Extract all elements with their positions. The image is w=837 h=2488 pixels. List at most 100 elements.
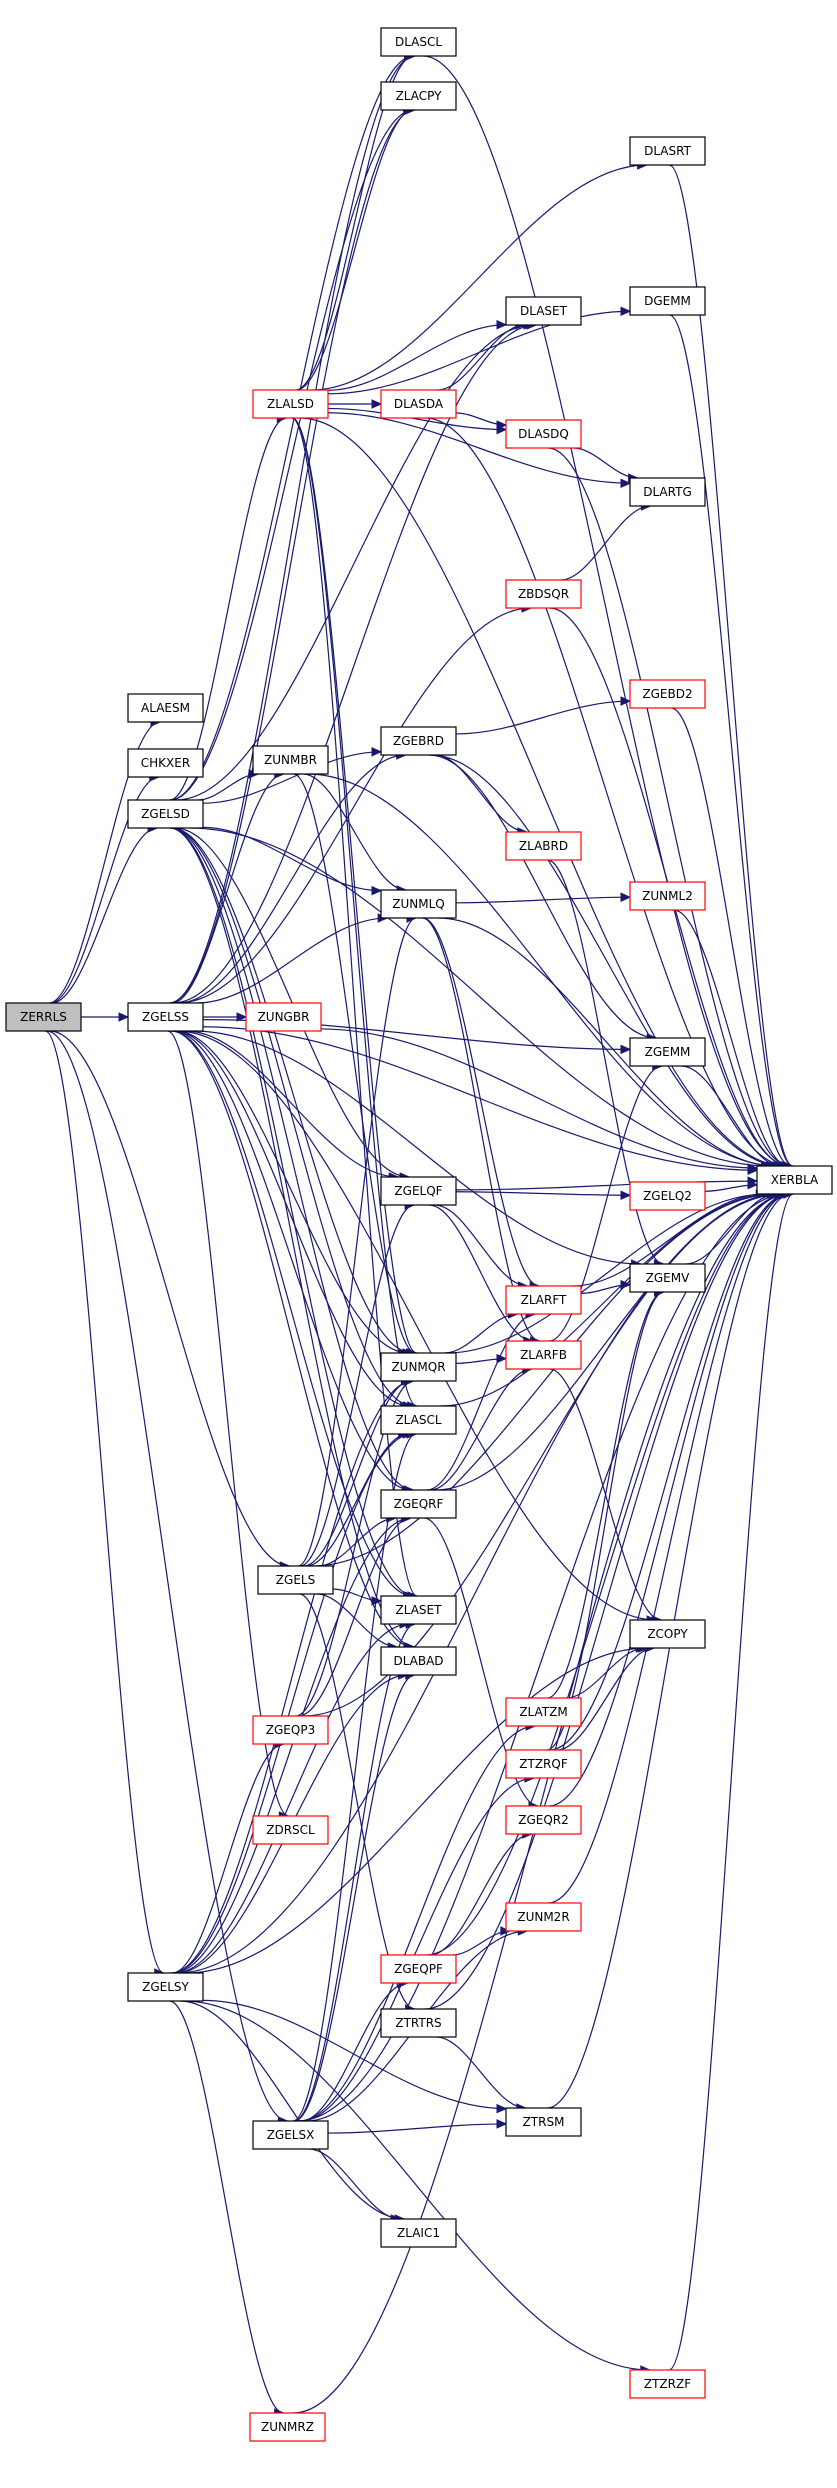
node-zungbr[interactable]: ZUNGBR [245, 1002, 322, 1032]
node-box-dgemm [629, 286, 706, 316]
node-zdrscl[interactable]: ZDRSCL [252, 1815, 329, 1845]
node-label-zlaic1: ZLAIC1 [397, 2226, 440, 2240]
edge-zgelsy-to-zunmqr [171, 1380, 413, 1974]
arrowhead-zgelss-to-zgemm [620, 1044, 632, 1055]
node-dgemm[interactable]: DGEMM [629, 286, 706, 316]
edge-zgelss-to-dlabad [170, 1030, 414, 1648]
edge-ztzrzf-to-xerbla [668, 1193, 794, 2371]
edge-zgeqpf-to-xerbla [425, 1193, 788, 1956]
node-zgeqp3[interactable]: ZGEQP3 [252, 1715, 329, 1745]
node-zcopy[interactable]: ZCOPY [629, 1619, 706, 1649]
node-zgemv[interactable]: ZGEMV [629, 1263, 706, 1293]
node-dlascl[interactable]: DLASCL [380, 27, 457, 57]
edge-zgelsx-to-zlaic1 [308, 2148, 401, 2220]
arrowhead-zgelsy-to-ztrsm [496, 2103, 508, 2114]
edge-zgelss-to-dlaset [172, 324, 537, 1004]
edge-zlarft-to-xerbla [572, 1193, 766, 1287]
node-zunmqr[interactable]: ZUNMQR [380, 1352, 457, 1382]
node-label-ztzrzf: ZTZRZF [644, 2377, 691, 2391]
edge-zungbr-to-xerbla [320, 1028, 758, 1169]
node-zunml2[interactable]: ZUNML2 [629, 881, 706, 911]
node-zunmbr[interactable]: ZUNMBR [252, 745, 329, 775]
node-zerrls[interactable]: ZERRLS [5, 1002, 82, 1032]
node-ztrsm[interactable]: ZTRSM [505, 2107, 582, 2137]
edge-zlalsd-to-dlascl [295, 55, 414, 391]
node-zlaic1[interactable]: ZLAIC1 [380, 2218, 457, 2248]
node-zgemm[interactable]: ZGEMM [629, 1037, 706, 1067]
node-xerbla[interactable]: XERBLA [756, 1165, 833, 1195]
node-zgelsy[interactable]: ZGELSY [127, 1972, 204, 2002]
edge-zgelsx-to-zlascl [292, 1433, 417, 2122]
edge-zgeqp3-to-zgeqrf [298, 1517, 411, 1717]
node-zlascl[interactable]: ZLASCL [380, 1405, 457, 1435]
node-zgebd2[interactable]: ZGEBD2 [629, 679, 706, 709]
node-box-dlascl [380, 27, 457, 57]
node-chkxer[interactable]: CHKXER [127, 748, 204, 778]
node-label-zgels: ZGELS [276, 1573, 315, 1587]
node-zbdsqr[interactable]: ZBDSQR [505, 579, 582, 609]
edge-dlasdq-to-dlartg [573, 447, 638, 479]
node-zlaset[interactable]: ZLASET [380, 1595, 457, 1625]
node-dlasrt[interactable]: DLASRT [629, 136, 706, 166]
edge-zlascl-to-xerbla [440, 1193, 773, 1407]
node-box-dlartg [629, 477, 706, 507]
edge-zgelsy-to-zlaic1 [179, 2000, 405, 2220]
node-label-dlabad: DLABAD [393, 1654, 443, 1668]
node-ztrtrs[interactable]: ZTRTRS [380, 2008, 457, 2038]
node-zlatzm[interactable]: ZLATZM [505, 1697, 582, 1727]
node-zlabrd[interactable]: ZLABRD [505, 831, 582, 861]
edge-zgels-to-xerbla [312, 1193, 778, 1567]
edge-dlascl-to-xerbla [423, 55, 790, 1167]
node-label-dlascl: DLASCL [395, 35, 442, 49]
node-dlartg[interactable]: DLARTG [629, 477, 706, 507]
node-layer: ZERRLS ALAESM CHKXER ZGELSD ZGELSS ZGELS ZGELS… [5, 27, 833, 2442]
node-dlaset[interactable]: DLASET [505, 296, 582, 326]
node-zgeqpf[interactable]: ZGEQPF [380, 1954, 457, 1984]
node-zunmlq[interactable]: ZUNMLQ [380, 889, 457, 919]
node-ztzrzf[interactable]: ZTZRZF [629, 2369, 706, 2399]
edge-zerrls-to-zgelsd [51, 827, 158, 1004]
edge-zerrls-to-alaesm [48, 721, 161, 1004]
edge-ztrtrs-to-ztrsm [436, 2036, 526, 2109]
node-label-zgelqf: ZGELQF [394, 1184, 442, 1198]
edge-zgelss-to-zunmqr [175, 1030, 409, 1354]
edge-zlatzm-to-zgemv [547, 1291, 664, 1699]
node-label-dlasrt: DLASRT [644, 144, 691, 158]
node-zgelq2[interactable]: ZGELQ2 [629, 1181, 706, 1211]
node-dlasdq[interactable]: DLASDQ [505, 419, 582, 449]
node-zgels[interactable]: ZGELS [257, 1565, 334, 1595]
node-box-zgels [257, 1565, 334, 1595]
edge-zgebrd-to-zlabrd [435, 754, 527, 833]
node-ztzrqf[interactable]: ZTZRQF [505, 1749, 582, 1779]
node-box-ztzrzf [629, 2369, 706, 2399]
edge-dlasda-to-xerbla [425, 417, 788, 1167]
node-zlalsd[interactable]: ZLALSD [252, 389, 329, 419]
node-zgelss[interactable]: ZGELSS [127, 1002, 204, 1032]
node-label-zlalsd: ZLALSD [267, 397, 314, 411]
node-dlabad[interactable]: DLABAD [380, 1646, 457, 1676]
edge-zgeqrf-to-xerbla [434, 1193, 779, 1491]
edge-dlasda-to-dlaset [437, 324, 525, 391]
node-zlarft[interactable]: ZLARFT [505, 1285, 582, 1315]
edge-zlalsd-to-xerbla [299, 417, 786, 1167]
node-zunmrz[interactable]: ZUNMRZ [249, 2412, 326, 2442]
node-zlarfb[interactable]: ZLARFB [505, 1340, 582, 1370]
node-dlasda[interactable]: DLASDA [380, 389, 457, 419]
node-box-zunmqr [380, 1352, 457, 1382]
node-zgeqr2[interactable]: ZGEQR2 [505, 1805, 582, 1835]
node-box-dlasda [380, 389, 457, 419]
edge-zgelsd-to-zlacpy [170, 109, 414, 801]
node-zgeqrf[interactable]: ZGEQRF [380, 1489, 457, 1519]
arrowhead-zlalsd-to-dgemm [620, 306, 632, 317]
node-alaesm[interactable]: ALAESM [127, 693, 204, 723]
node-zgebrd[interactable]: ZGEBRD [380, 726, 457, 756]
node-zgelsd[interactable]: ZGELSD [127, 799, 204, 829]
node-zlacpy[interactable]: ZLACPY [380, 81, 457, 111]
node-zgelsx[interactable]: ZGELSX [252, 2120, 329, 2150]
node-box-zgelqf [380, 1176, 457, 1206]
edge-zgelsx-to-zgeqpf [301, 1982, 408, 2122]
node-zunm2r[interactable]: ZUNM2R [505, 1902, 582, 1932]
edge-zgebd2-to-xerbla [671, 707, 791, 1167]
node-box-zgeqr2 [505, 1805, 582, 1835]
node-zgelqf[interactable]: ZGELQF [380, 1176, 457, 1206]
